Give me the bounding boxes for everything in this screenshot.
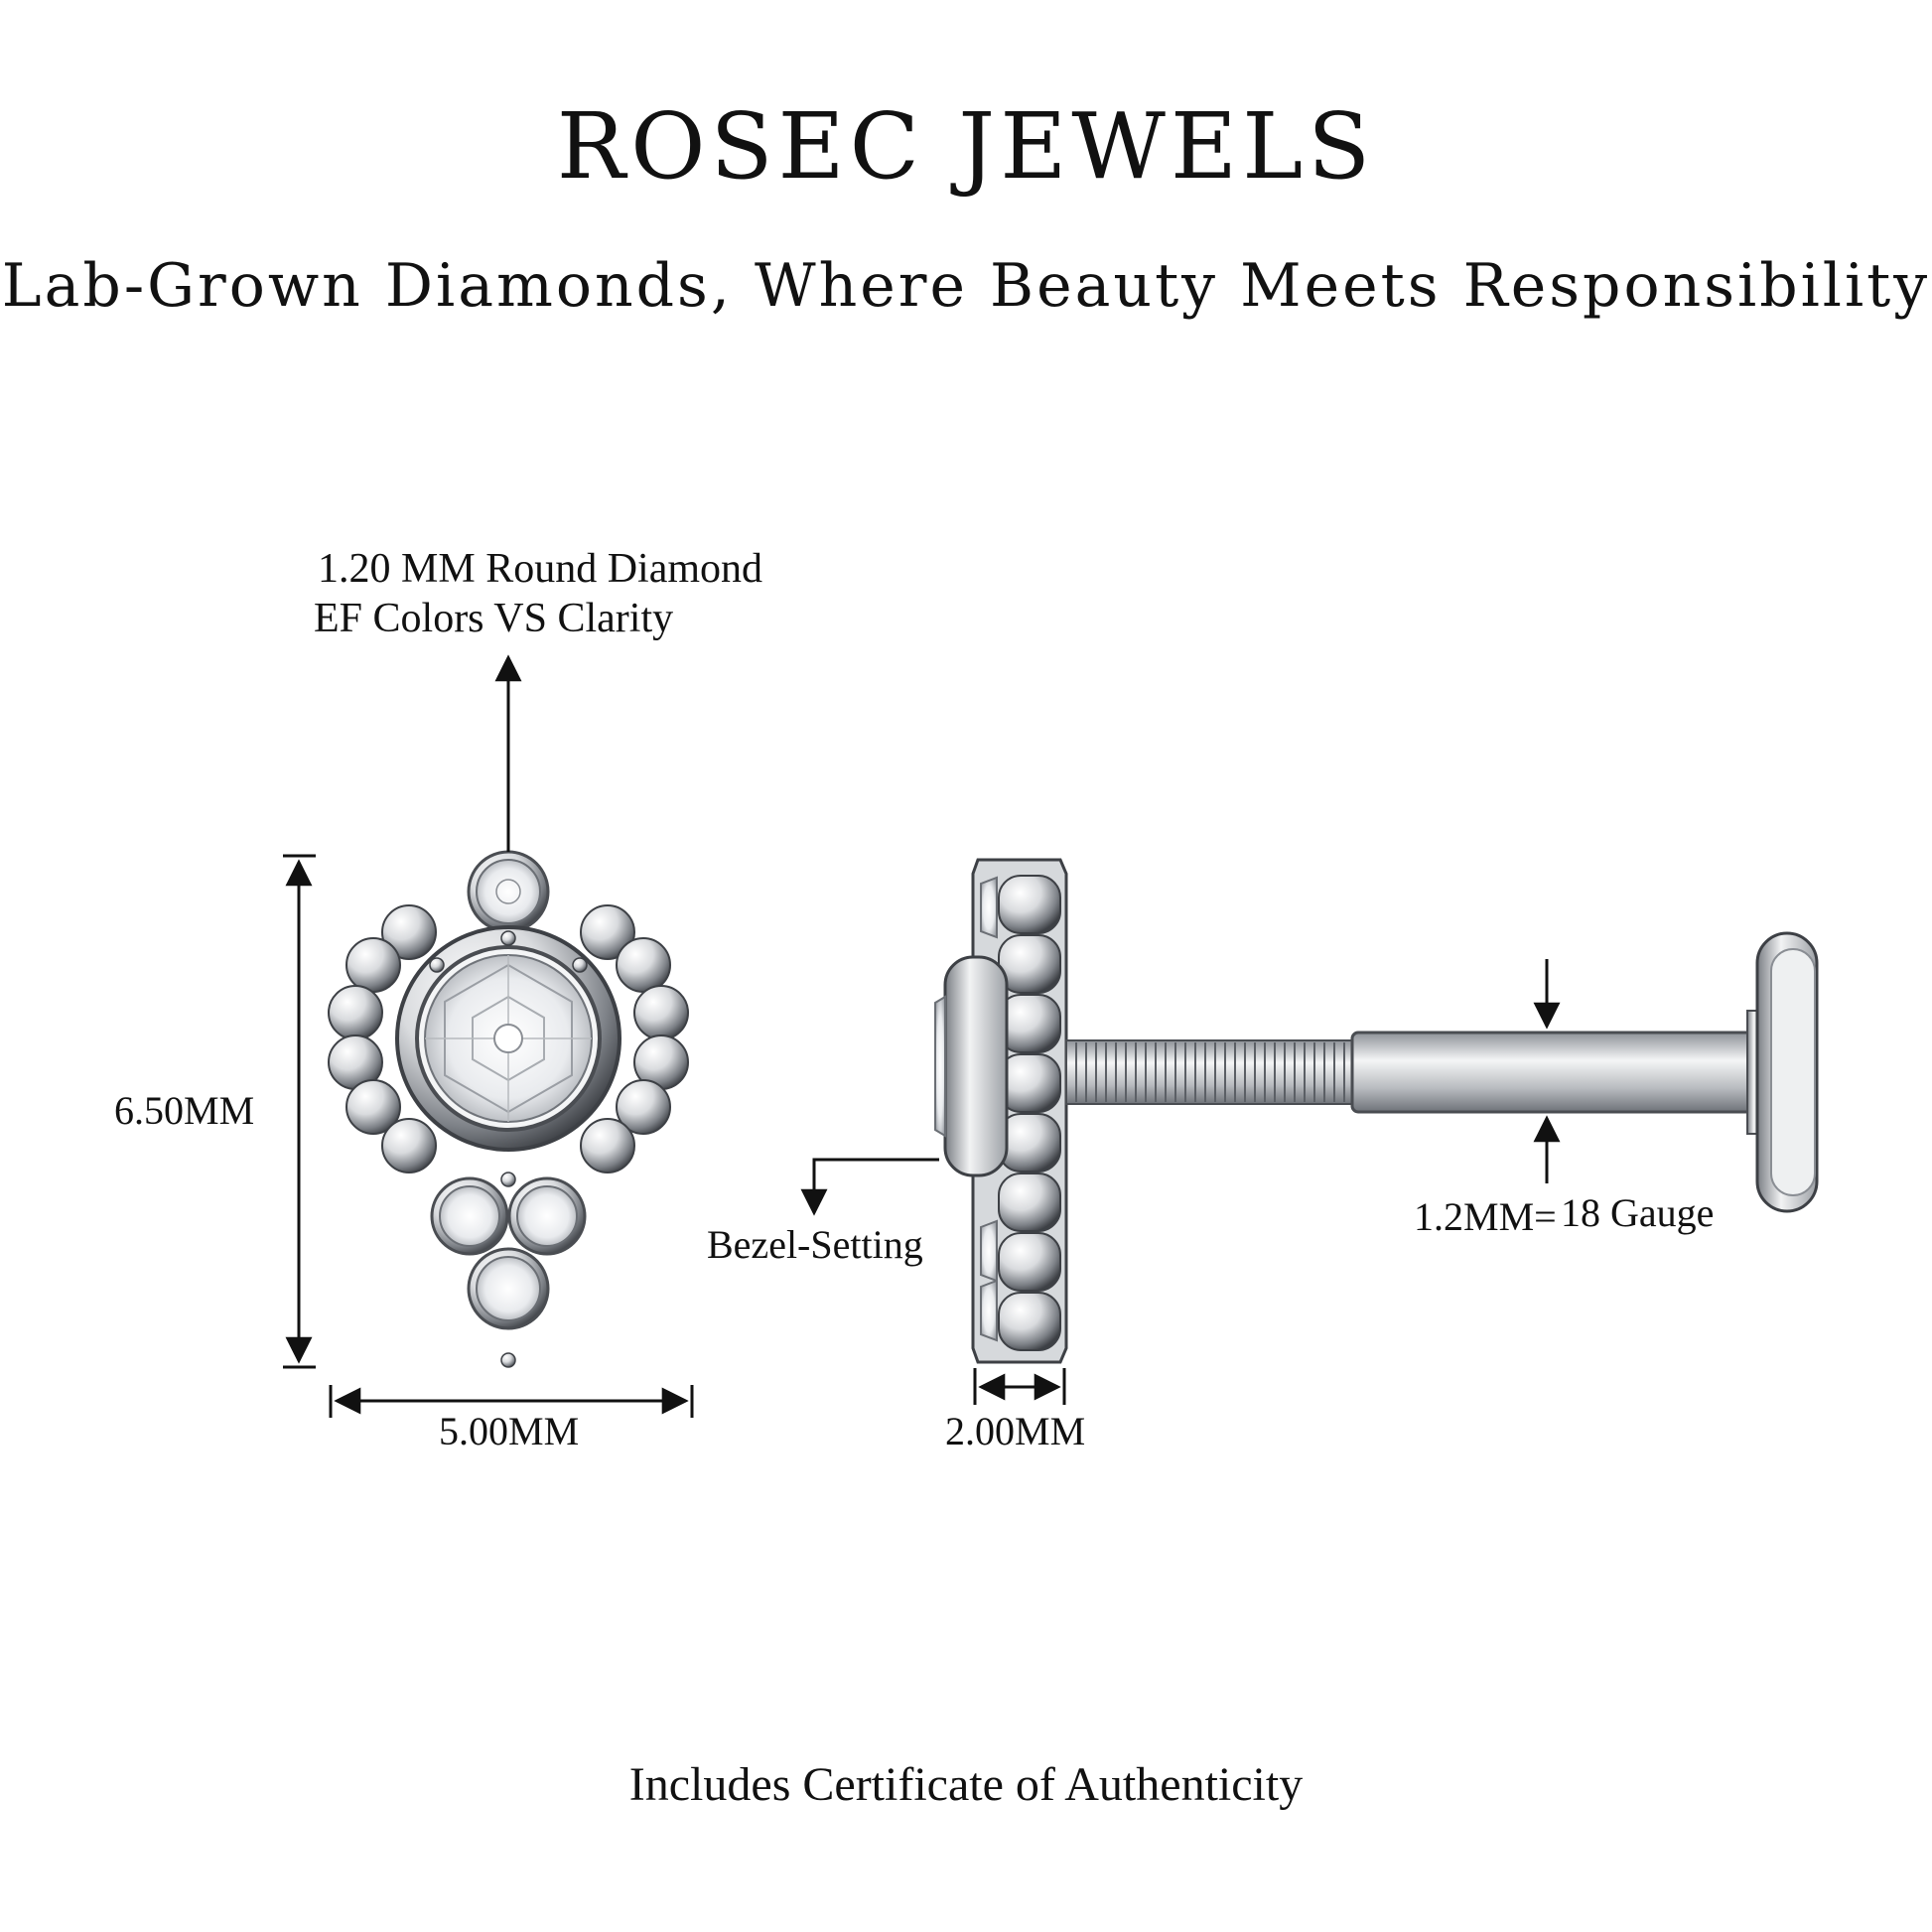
flat-back-disc bbox=[1746, 931, 1819, 1213]
bottom-accent-diamonds bbox=[430, 1176, 587, 1368]
stone-spec-line-2: EF Colors VS Clarity bbox=[314, 596, 674, 641]
side-view-earring bbox=[934, 858, 1819, 1364]
width-dimension-line bbox=[329, 1385, 694, 1418]
certificate-note: Includes Certificate of Authenticity bbox=[628, 1758, 1304, 1811]
depth-dimension-line bbox=[973, 1368, 1066, 1405]
height-dimension-line bbox=[283, 854, 316, 1369]
bezel-setting-callout bbox=[800, 1158, 939, 1216]
brand-title: ROSEC JEWELS bbox=[556, 93, 1376, 200]
brand-tagline: Lab-Grown Diamonds, Where Beauty Meets R… bbox=[1, 251, 1931, 321]
front-view-earring bbox=[328, 850, 689, 1368]
top-accent-diamond bbox=[467, 850, 550, 933]
center-bezel-diamond bbox=[395, 925, 621, 1187]
threaded-post bbox=[1065, 1039, 1355, 1105]
bead-halo bbox=[328, 904, 689, 1173]
labret-shaft bbox=[1350, 1031, 1759, 1114]
side-bezel-cup bbox=[934, 955, 1009, 1177]
gauge-mm-label: 1.2MM= bbox=[1414, 1194, 1557, 1239]
stone-spec-line-1: 1.20 MM Round Diamond bbox=[318, 546, 763, 592]
width-label: 5.00MM bbox=[439, 1409, 580, 1453]
side-stone-profiles bbox=[980, 876, 998, 1342]
height-label: 6.50MM bbox=[114, 1088, 255, 1133]
side-bead-profile bbox=[998, 875, 1061, 1351]
bezel-setting-label: Bezel-Setting bbox=[707, 1222, 923, 1267]
gauge-label: 18 Gauge bbox=[1561, 1190, 1715, 1235]
depth-label: 2.00MM bbox=[945, 1409, 1086, 1453]
